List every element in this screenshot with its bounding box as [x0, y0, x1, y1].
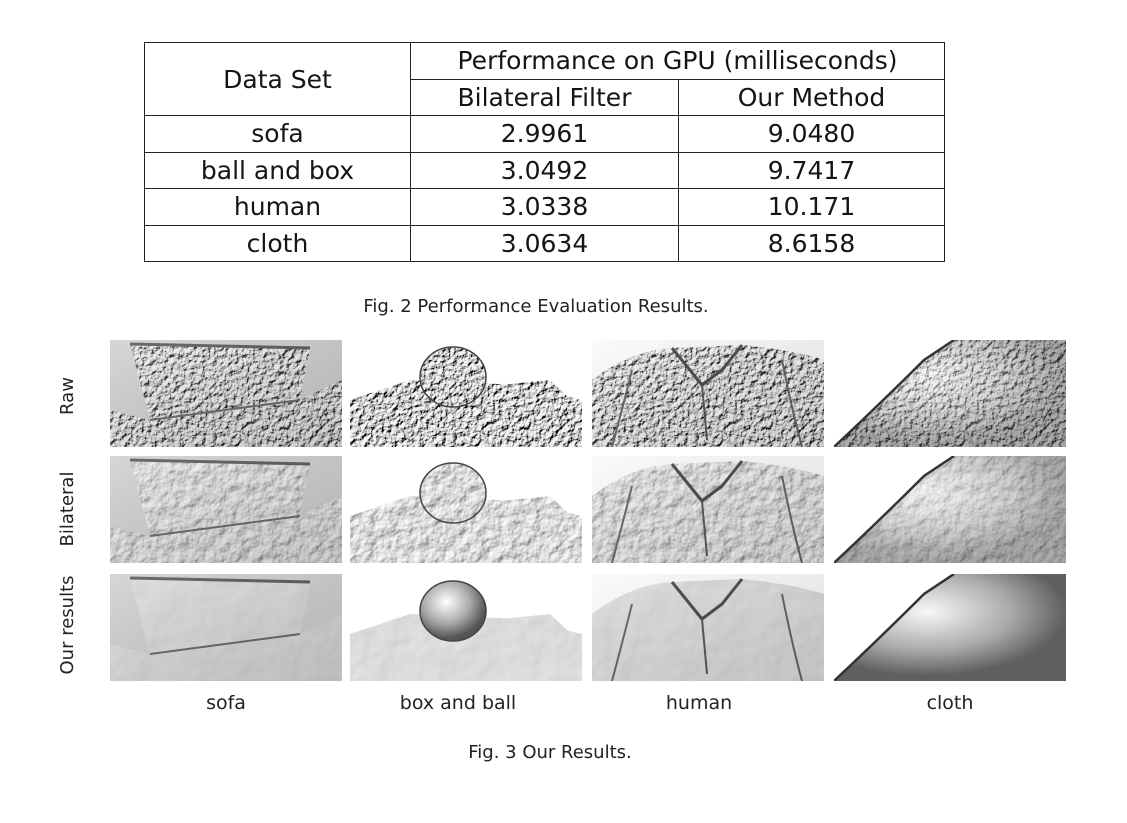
- row-bilateral-value: 3.0492: [410, 151, 679, 189]
- result-image-human-raw: [592, 340, 824, 447]
- row-dataset-name: sofa: [144, 115, 411, 153]
- result-image-cloth-bilateral: [834, 456, 1066, 563]
- row-ours-value: 10.171: [678, 188, 945, 226]
- col-label-human: human: [665, 692, 733, 714]
- row-label-bilateral: Bilateral: [57, 471, 78, 547]
- table-row: cloth 3.0634 8.6158: [144, 224, 945, 262]
- row-label-our-results: Our results: [57, 575, 78, 675]
- header-performance-group: Performance on GPU (milliseconds): [410, 42, 945, 80]
- result-image-sofa-raw: [110, 340, 342, 447]
- table-header-row: Data Set Performance on GPU (millisecond…: [144, 42, 945, 116]
- row-dataset-name: ball and box: [144, 151, 411, 189]
- result-image-ball-raw: [350, 340, 582, 447]
- result-image-ball-ours: [350, 574, 582, 681]
- header-our-method: Our Method: [678, 78, 945, 116]
- header-bilateral: Bilateral Filter: [410, 78, 679, 116]
- row-label-raw: Raw: [57, 377, 78, 415]
- result-image-sofa-ours: [110, 574, 342, 681]
- row-ours-value: 9.7417: [678, 151, 945, 189]
- col-label-cloth: cloth: [926, 692, 974, 714]
- performance-table: Data Set Performance on GPU (millisecond…: [144, 42, 945, 262]
- figure-3-caption: Fig. 3 Our Results.: [468, 742, 632, 763]
- result-image-sofa-bilateral: [110, 456, 342, 563]
- result-image-human-ours: [592, 574, 824, 681]
- table-row: ball and box 3.0492 9.7417: [144, 151, 945, 189]
- row-dataset-name: human: [144, 188, 411, 226]
- col-label-sofa: sofa: [206, 692, 246, 714]
- row-bilateral-value: 3.0634: [410, 224, 679, 262]
- result-image-cloth-raw: [834, 340, 1066, 447]
- header-dataset: Data Set: [144, 42, 411, 116]
- result-image-human-bilateral: [592, 456, 824, 563]
- result-image-cloth-ours: [834, 574, 1066, 681]
- row-bilateral-value: 2.9961: [410, 115, 679, 153]
- row-ours-value: 8.6158: [678, 224, 945, 262]
- table-row: human 3.0338 10.171: [144, 188, 945, 226]
- result-image-ball-bilateral: [350, 456, 582, 563]
- figure-2-caption: Fig. 2 Performance Evaluation Results.: [363, 296, 709, 317]
- table-row: sofa 2.9961 9.0480: [144, 115, 945, 153]
- row-bilateral-value: 3.0338: [410, 188, 679, 226]
- table-subheader-row: Bilateral Filter Our Method: [145, 78, 945, 116]
- row-ours-value: 9.0480: [678, 115, 945, 153]
- row-dataset-name: cloth: [144, 224, 411, 262]
- col-label-box-and-ball: box and ball: [399, 692, 517, 714]
